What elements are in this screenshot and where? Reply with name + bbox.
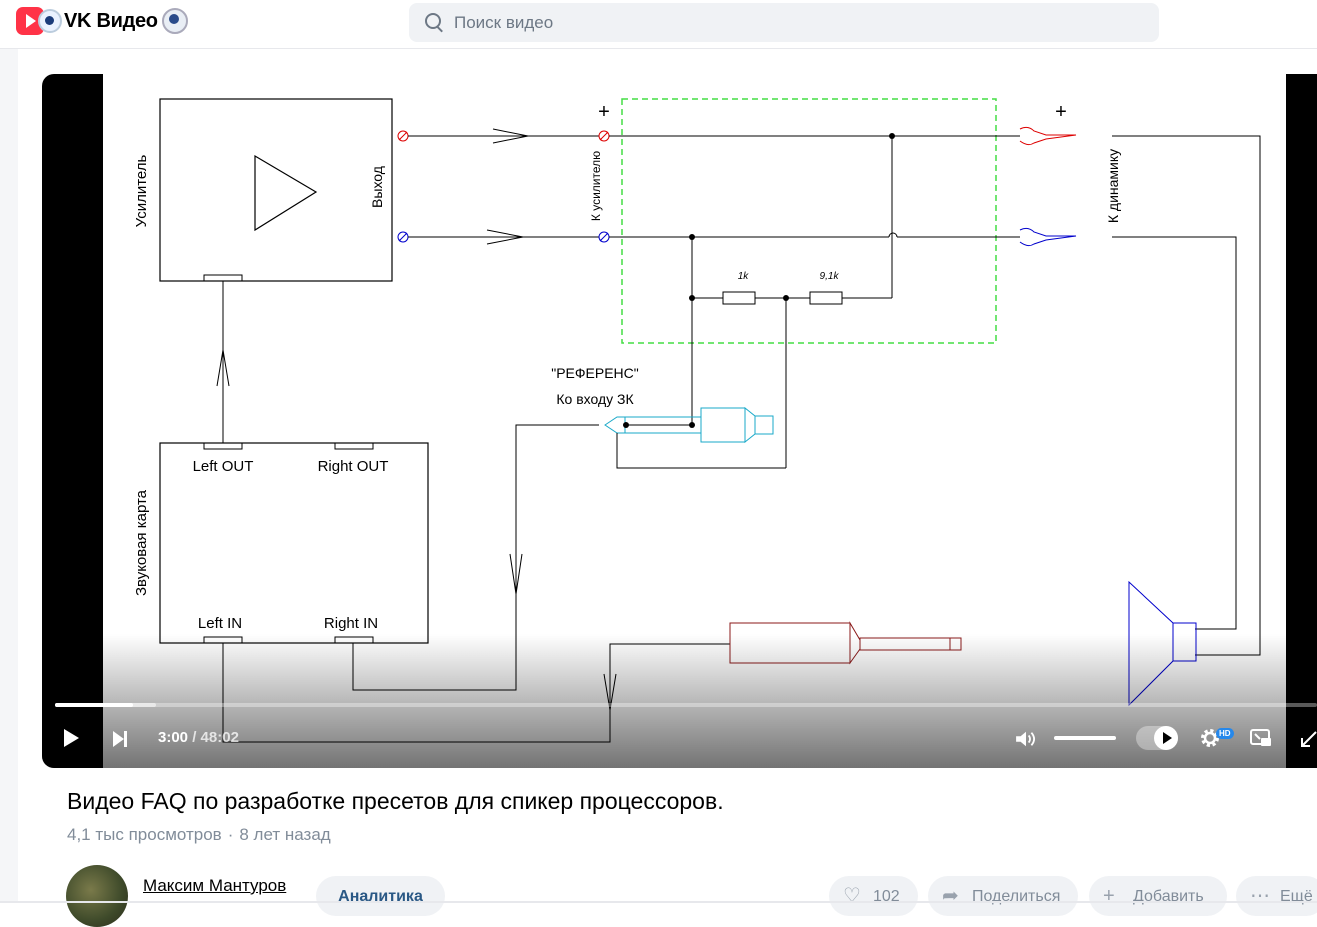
res2-label: 9,1k bbox=[820, 271, 840, 282]
progress-bar[interactable] bbox=[55, 703, 1317, 707]
search-input[interactable]: Поиск видео bbox=[409, 3, 1159, 42]
red-clip-icon bbox=[1019, 126, 1077, 146]
share-button[interactable]: ➦ Поделиться bbox=[928, 876, 1078, 916]
video-title: Видео FAQ по разработке пресетов для спи… bbox=[67, 788, 724, 814]
right-in-label: Right IN bbox=[324, 615, 378, 632]
heart-icon: ♡ bbox=[843, 885, 861, 907]
mascot-eye-icon bbox=[38, 9, 62, 33]
settings-gear-icon[interactable] bbox=[1198, 726, 1222, 750]
channel-avatar[interactable] bbox=[66, 865, 128, 927]
like-count: 102 bbox=[873, 888, 900, 905]
search-icon bbox=[425, 13, 441, 29]
share-icon: ➦ bbox=[942, 885, 959, 907]
play-button[interactable] bbox=[64, 729, 79, 747]
autoplay-toggle[interactable] bbox=[1136, 726, 1178, 750]
to-speaker-label: К динамику bbox=[1105, 149, 1121, 223]
amp-out-label: Выход bbox=[369, 166, 385, 208]
analytics-button[interactable]: Аналитика bbox=[316, 876, 445, 916]
resistor-1k bbox=[722, 291, 756, 305]
video-player[interactable]: Усилитель Выход + К усилителю bbox=[42, 74, 1317, 768]
fullscreen-icon[interactable] bbox=[1298, 728, 1317, 750]
ref-jack-body bbox=[700, 407, 746, 443]
add-label: Добавить bbox=[1133, 888, 1204, 905]
plus-right-label: + bbox=[1055, 101, 1067, 123]
bottom-divider bbox=[0, 901, 1317, 903]
volume-icon[interactable] bbox=[1014, 730, 1038, 748]
video-meta: 4,1 тыс просмотров · 8 лет назад bbox=[67, 825, 331, 845]
more-label: Ещё bbox=[1280, 888, 1313, 905]
meta-dot: · bbox=[227, 825, 234, 844]
plus-left-label: + bbox=[598, 101, 610, 123]
analytics-label: Аналитика bbox=[338, 888, 423, 905]
views-count: 4,1 тыс просмотров bbox=[67, 825, 222, 844]
hd-badge: HD bbox=[1216, 728, 1234, 739]
time-display: 3:00 / 48:02 bbox=[158, 729, 239, 746]
amp-label: Усилитель bbox=[133, 154, 150, 227]
channel-name-link[interactable]: Максим Мантуров bbox=[143, 876, 287, 895]
left-out-label: Left OUT bbox=[193, 458, 254, 475]
current-time: 3:00 bbox=[158, 729, 189, 746]
controls-gradient bbox=[42, 634, 1317, 768]
ref-jack-tip bbox=[604, 416, 626, 434]
left-sidebar-edge bbox=[0, 49, 18, 903]
blue-clip-icon bbox=[1019, 227, 1077, 247]
vk-video-logo[interactable]: VK Видео bbox=[16, 6, 188, 36]
amp-input-port bbox=[203, 274, 243, 282]
next-video-button[interactable] bbox=[113, 731, 127, 747]
mascot-icon bbox=[161, 8, 188, 34]
ref-sub-label: Ко входу ЗК bbox=[556, 391, 634, 407]
right-out-label: Right OUT bbox=[318, 458, 389, 475]
plus-icon: + bbox=[1103, 885, 1115, 907]
divider-board-dashed-box bbox=[621, 98, 997, 344]
res1-label: 1k bbox=[738, 271, 750, 282]
share-label: Поделиться bbox=[972, 888, 1061, 905]
duration: 48:02 bbox=[200, 729, 239, 746]
like-button[interactable]: ♡ 102 bbox=[829, 876, 918, 916]
ref-label: "РЕФЕРЕНС" bbox=[551, 365, 639, 381]
picture-in-picture-icon[interactable] bbox=[1250, 728, 1272, 748]
add-button[interactable]: + Добавить bbox=[1089, 876, 1227, 916]
more-button[interactable]: ⋯ Ещё bbox=[1236, 876, 1317, 916]
search-placeholder: Поиск видео bbox=[454, 13, 554, 32]
resistor-9k1 bbox=[809, 291, 843, 305]
amplifier-triangle-icon bbox=[254, 154, 318, 232]
time-separator: / bbox=[188, 729, 201, 746]
sound-card-label: Звуковая карта bbox=[133, 489, 150, 596]
upload-age: 8 лет назад bbox=[239, 825, 331, 844]
volume-slider[interactable] bbox=[1054, 736, 1116, 740]
left-in-label: Left IN bbox=[198, 615, 242, 632]
progress-played bbox=[55, 703, 134, 707]
amplifier-box bbox=[159, 98, 393, 282]
to-amp-label: К усилителю bbox=[589, 151, 603, 221]
more-dots-icon: ⋯ bbox=[1250, 885, 1270, 907]
autoplay-play-icon bbox=[1154, 726, 1178, 750]
top-bar: VK Видео Поиск видео bbox=[0, 0, 1317, 49]
logo-text: VK Видео bbox=[64, 9, 158, 32]
